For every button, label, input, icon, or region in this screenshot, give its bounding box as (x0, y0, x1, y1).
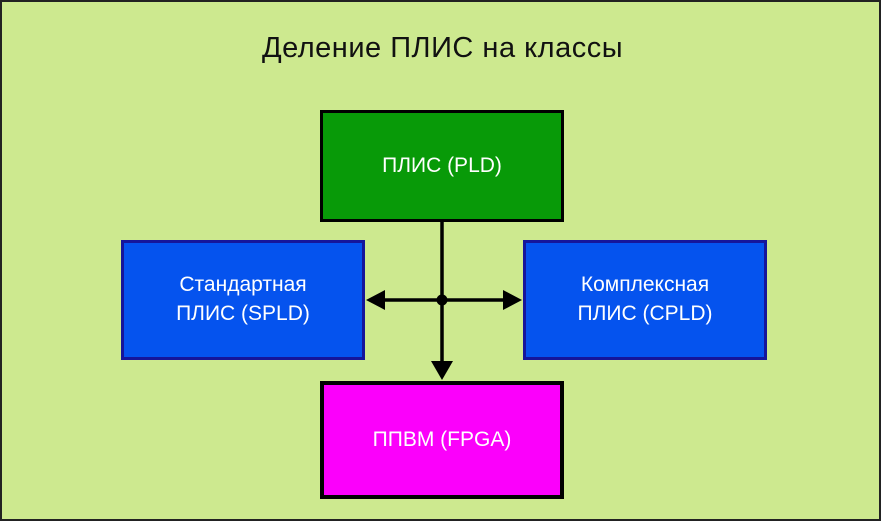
node-spld-label-line2: ПЛИС (SPLD) (176, 302, 310, 325)
page-title: Деление ПЛИС на классы (261, 32, 624, 64)
node-pld: ПЛИС (PLD) (320, 110, 564, 222)
node-cpld-label-line1: Комплексная (580, 273, 710, 297)
node-cpld: Комплексная ПЛИС (CPLD) (523, 240, 767, 360)
arrow-right-icon (503, 290, 522, 310)
node-fpga-label: ППВМ (FPGA) (372, 427, 512, 451)
node-spld: Стандартная ПЛИС (SPLD) (121, 240, 365, 360)
arrow-left-icon (366, 290, 385, 310)
node-cpld-label-line2: ПЛИС (CPLD) (577, 302, 713, 325)
node-pld-label: ПЛИС (PLD) (382, 153, 502, 177)
node-fpga: ППВМ (FPGA) (320, 381, 564, 499)
node-spld-label-line1: Стандартная (179, 273, 307, 297)
arrow-down-icon (431, 361, 453, 380)
junction-dot (436, 294, 448, 306)
